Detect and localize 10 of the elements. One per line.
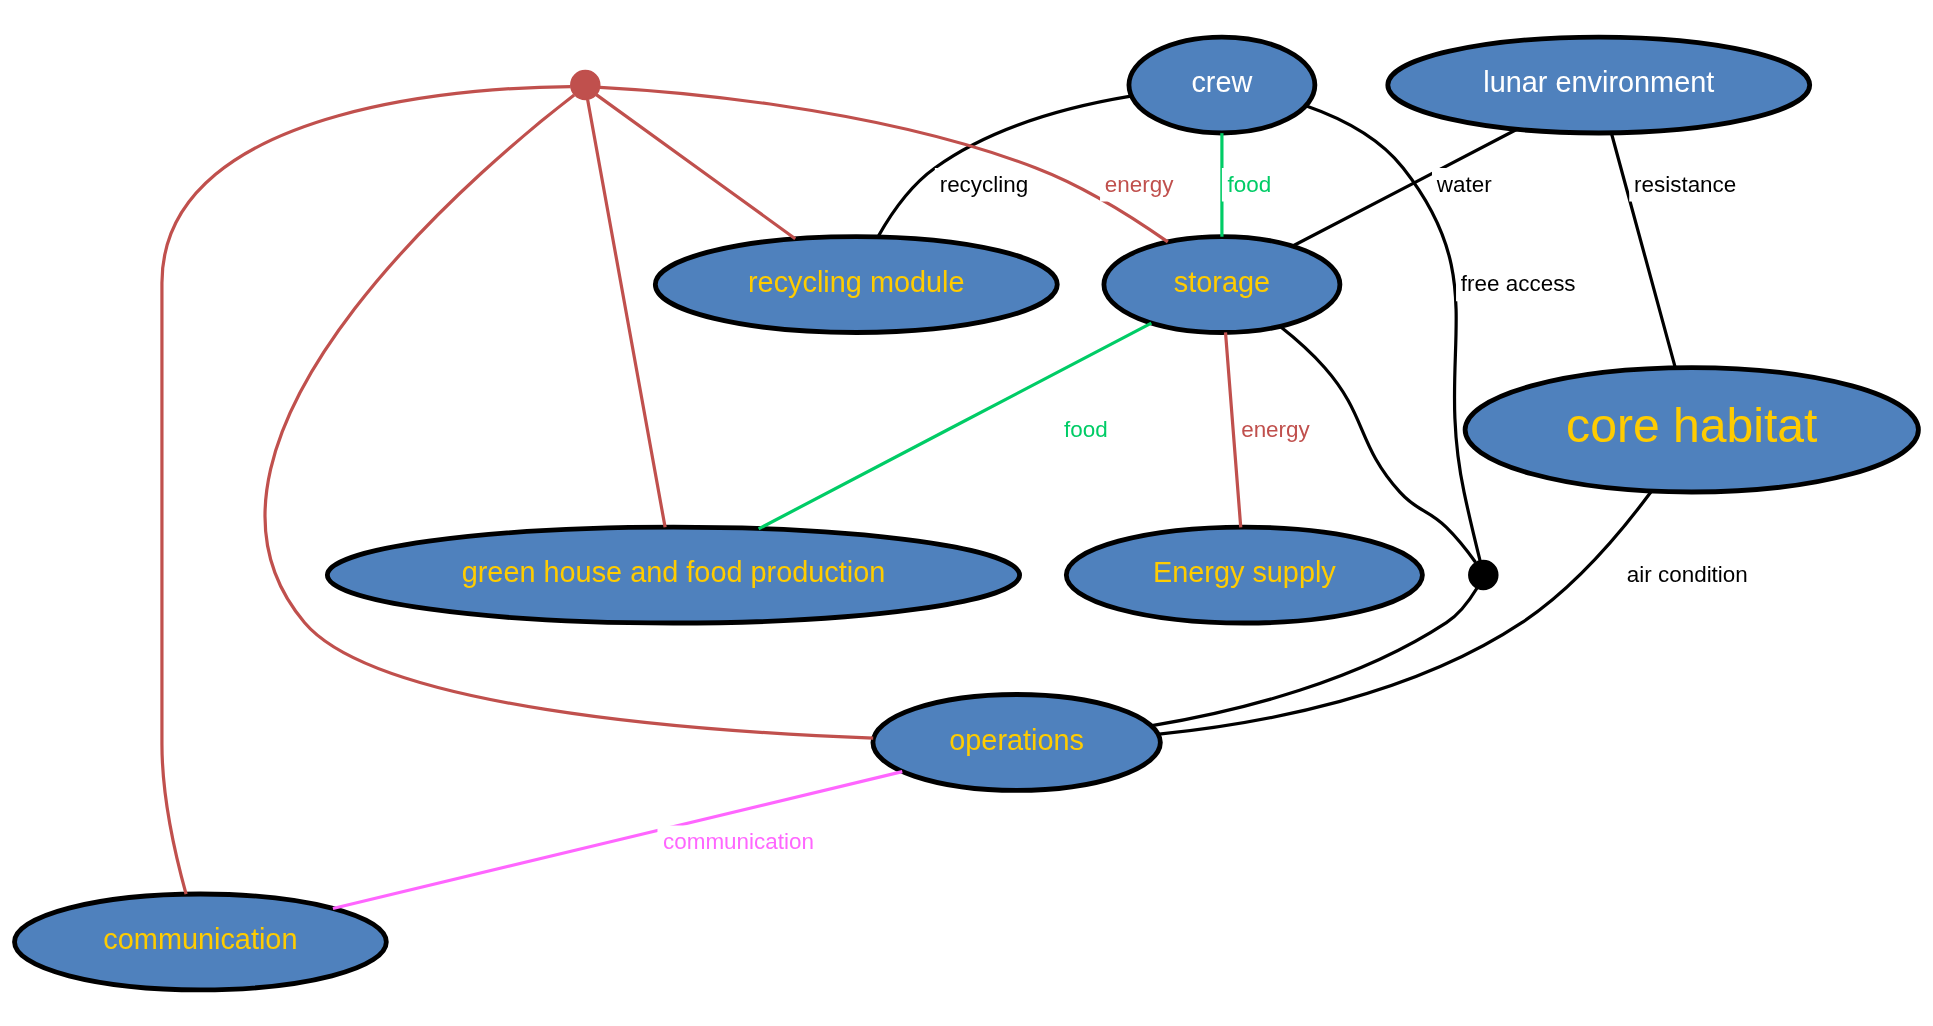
edge-label: food	[1063, 416, 1108, 442]
edge-label: communication	[663, 828, 814, 854]
edge-label: recycling	[939, 171, 1029, 197]
edge-label: energy	[1241, 416, 1310, 442]
edge-label: energy	[1104, 171, 1174, 197]
edge-label: water	[1436, 171, 1492, 197]
edge-label: resistance	[1634, 171, 1737, 197]
edge-label: air condition	[1626, 561, 1748, 587]
edge-label: free access	[1460, 270, 1576, 296]
edge-label: food	[1227, 171, 1272, 197]
